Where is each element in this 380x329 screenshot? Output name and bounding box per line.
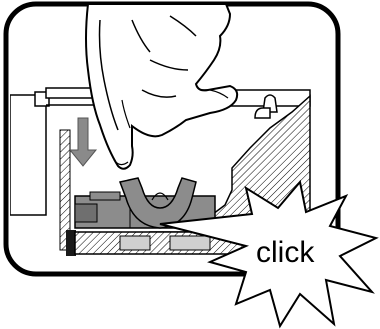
device-base xyxy=(74,231,246,255)
pointing-hand-icon xyxy=(85,3,239,170)
callout-text: click xyxy=(256,236,315,269)
clip-icon xyxy=(118,177,197,229)
burst-callout-icon xyxy=(159,179,379,329)
click-callout: click xyxy=(159,179,379,329)
down-arrow-icon xyxy=(68,117,98,167)
